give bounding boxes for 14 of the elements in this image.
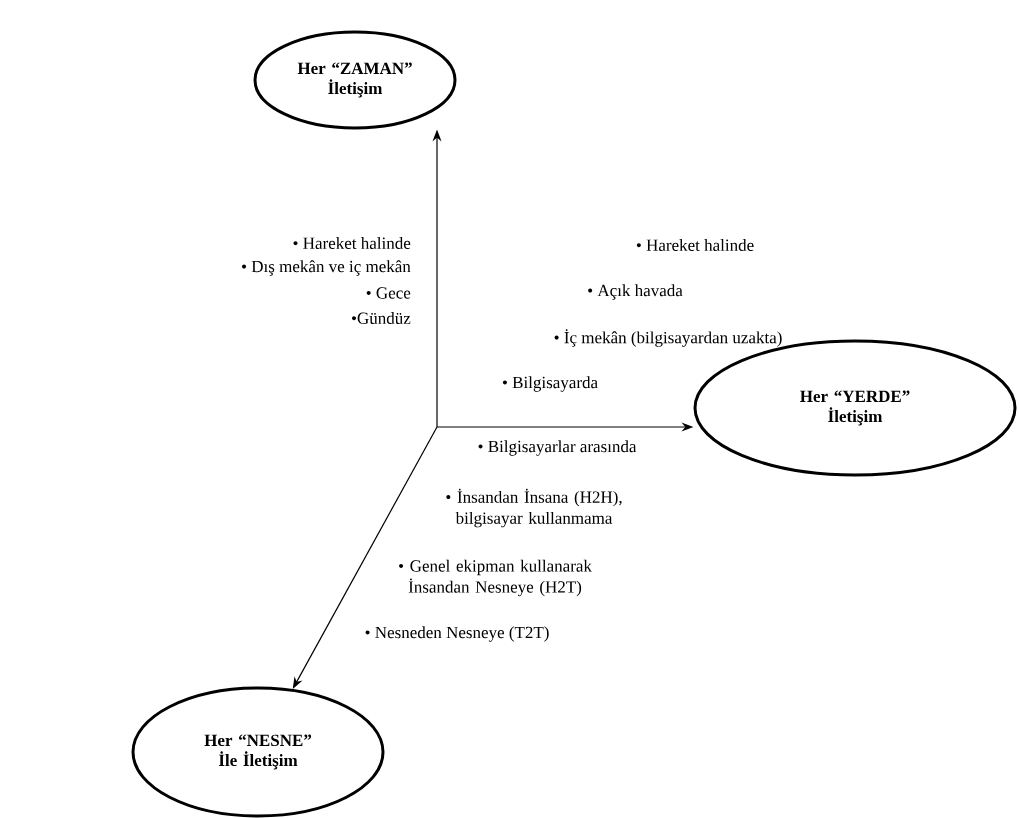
bullet-text: • Genel ekipman kullanarak İnsandan Nesneye (H2T) [399,559,592,597]
ellipse-node: Her “ZAMAN” İletişim [253,30,457,130]
bullet-text: • Dış mekân ve iç mekân [242,260,411,276]
bullet-text: • Açık havada [588,284,683,300]
bullet-text: • Bilgisayarda [502,376,598,392]
bullet-text: • Hareket halinde [636,239,754,251]
bullet-text: • İnsandan İnsana (H2H), bilgisayar kullanmama [446,488,622,528]
bullet-text: • Gece [366,287,411,299]
bullet-text: • Bilgisayarlar arasında [478,440,637,456]
ellipse-node: Her “NESNE” İle İletişim [131,686,385,818]
bullet-text: • Nesneden Nesneye (T2T) [365,626,549,642]
bullet-text: • Hareket halinde [293,237,411,249]
bullet-text: •Gündüz [352,312,411,324]
arrow [292,426,438,689]
